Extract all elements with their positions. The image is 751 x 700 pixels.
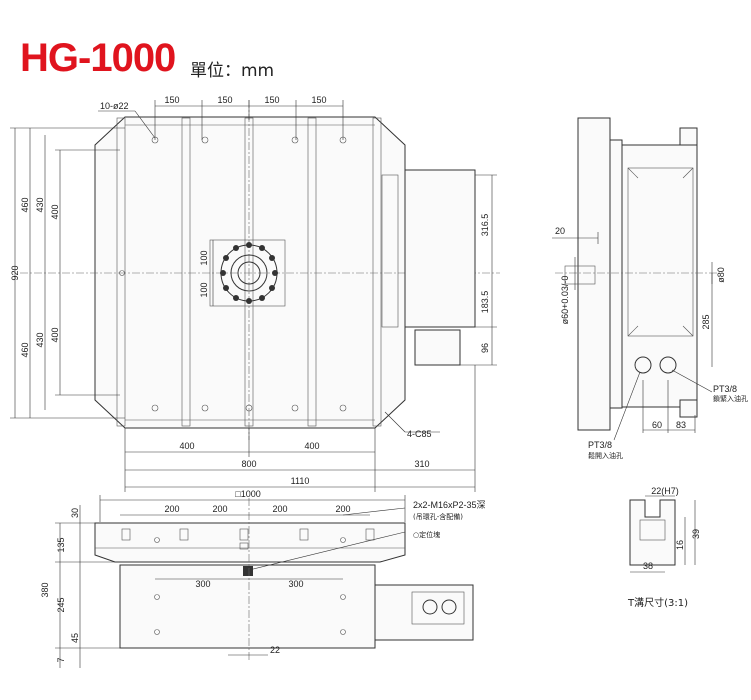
side-dim-285: 285 [701,314,711,329]
tslot-top: 22(H7) [651,486,679,496]
unit-label: 單位：mm [190,61,275,81]
page-title: HG-1000 [20,36,176,80]
side-dim-80: ø80 [716,267,726,283]
dim-460-bottom: 460 [20,342,30,357]
tslot-bottom: 38 [643,561,653,571]
tslot-right1: 16 [675,540,685,550]
dim-1110: 1110 [291,476,310,486]
tslot-caption: T溝尺寸(3:1) [627,596,688,609]
table-top-outline [94,116,406,429]
top-dim-2: 150 [217,95,232,105]
side-view [552,117,720,441]
dim-100-top: 100 [199,250,209,265]
bolt-note-2: (吊環孔-含配備) [413,512,463,521]
front-dim-300-left: 300 [195,579,210,589]
side-dim-60: ø60+0.03/-0 [560,276,570,325]
front-dim-245: 245 [56,597,66,612]
chamfer-note: 4-C85 [407,429,432,439]
top-dim-3: 150 [264,95,279,105]
front-dim-200-4: 200 [335,504,350,514]
port-left-note: 鬆開入油孔 [588,451,623,460]
bolt-note: 2x2-M16xP2-35深 [413,500,486,510]
front-dim-200-3: 200 [272,504,287,514]
front-dim-22: 22 [270,645,280,655]
side-dim-60b: 60 [652,420,662,430]
front-dim-200-1: 200 [164,504,179,514]
dim-400-top: 400 [50,204,60,219]
dim-800: 800 [241,459,256,469]
front-dim-300-right: 300 [288,579,303,589]
dim-100-bottom: 100 [199,282,209,297]
dim-920: 920 [10,265,20,280]
dim-96: 96 [480,343,490,353]
center-hub [209,239,286,307]
port-right-note: 鎖緊入油孔 [713,394,748,403]
front-dim-135: 135 [56,537,66,552]
port-right [659,356,677,374]
tslot-right2: 39 [691,529,701,539]
side-dim-20: 20 [555,226,565,236]
dim-400-left: 400 [179,441,194,451]
dim-183-5: 183.5 [480,291,490,314]
port-left [634,356,652,374]
front-dim-45: 45 [70,633,80,643]
front-dim-200-2: 200 [212,504,227,514]
front-view [55,495,474,668]
front-dim-380: 380 [40,582,50,597]
dim-460-top: 460 [20,197,30,212]
port-left-label: PT3/8 [588,440,612,450]
dim-400-right: 400 [304,441,319,451]
port-right-label: PT3/8 [713,384,737,394]
dim-310: 310 [414,459,429,469]
dim-430-bottom: 430 [35,332,45,347]
front-width: □1000 [235,489,260,499]
dim-316-5: 316.5 [480,214,490,237]
side-dim-83: 83 [676,420,686,430]
dim-430-top: 430 [35,197,45,212]
top-dim-1: 150 [164,95,179,105]
t-slot-detail [629,495,696,573]
holes-note: 10-ø22 [100,101,129,111]
front-dim-7: 7 [56,657,66,662]
dim-400-bottom: 400 [50,327,60,342]
front-dim-30: 30 [70,508,80,518]
side-block [404,169,476,328]
top-dim-4: 150 [311,95,326,105]
top-view [10,100,500,492]
locating-note: ○定位塊 [413,530,440,539]
